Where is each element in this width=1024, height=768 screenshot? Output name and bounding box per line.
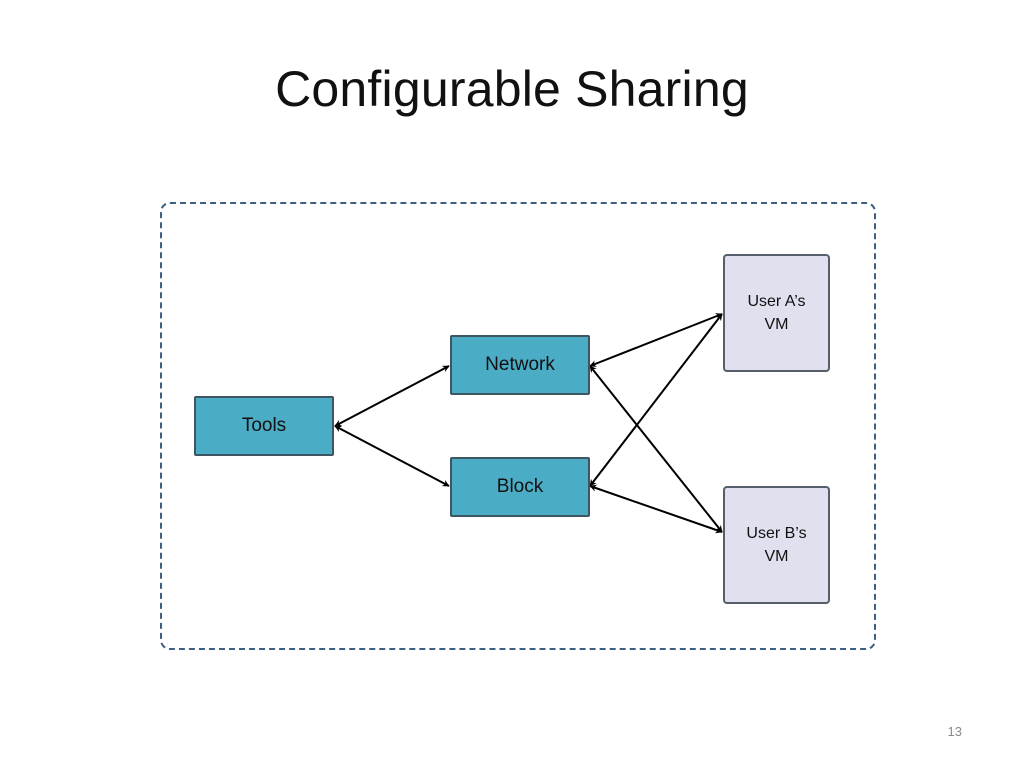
block-node: Block xyxy=(450,457,590,517)
user-b-vm-node: User B’s VM xyxy=(723,486,830,604)
user-a-vm-node: User A’s VM xyxy=(723,254,830,372)
network-node: Network xyxy=(450,335,590,395)
page-number: 13 xyxy=(947,724,962,739)
diagram-frame xyxy=(160,202,876,650)
slide-title: Configurable Sharing xyxy=(275,61,749,117)
tools-node: Tools xyxy=(194,396,334,456)
